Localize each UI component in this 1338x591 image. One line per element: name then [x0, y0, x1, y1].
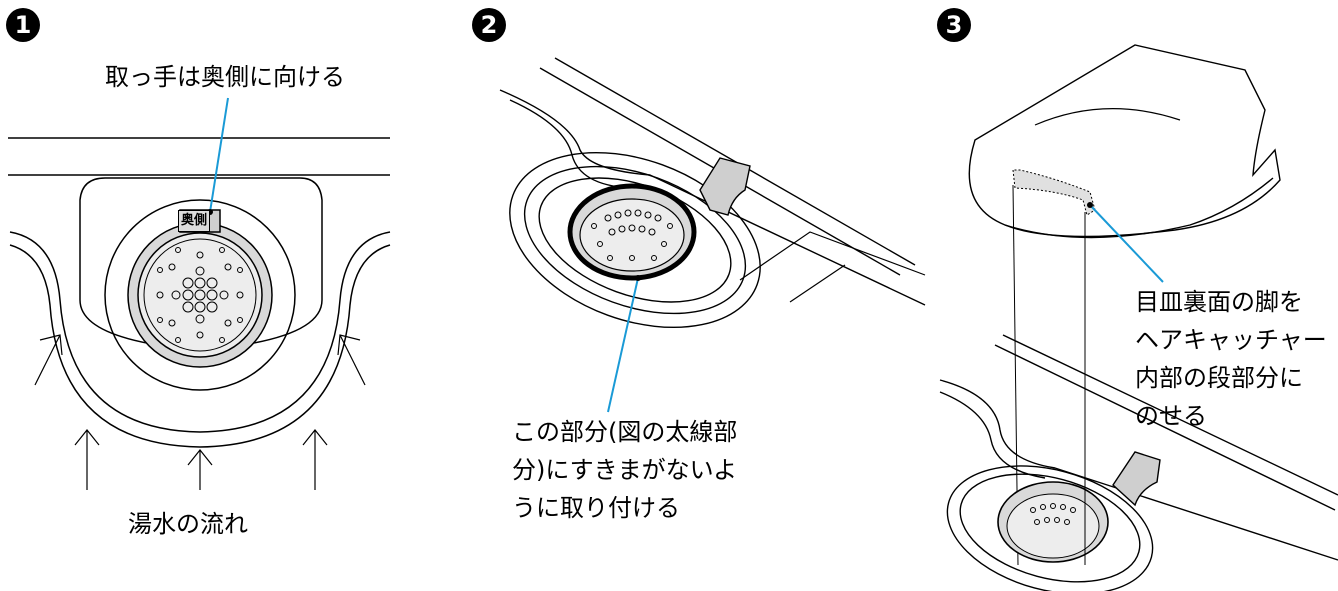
step-2-panel: 2 この部分(図の太線部 分)にすきまがないよ うに取り付ける: [470, 0, 940, 591]
step-1-callout: 取っ手は奥側に向ける: [105, 63, 345, 91]
step-2-callout: この部分(図の太線部 分)にすきまがないよ うに取り付ける: [512, 418, 738, 522]
step-2-number: 2: [472, 8, 506, 42]
step-3-drawing: [939, 44, 1338, 591]
flow-label: 湯水の流れ: [128, 510, 248, 538]
step-3-panel: 3 目皿裏面の脚を ヘアキャッチャー 内部の段部分に のせる: [935, 0, 1338, 591]
step-1-panel: 1 取っ手は奥側に向ける: [0, 0, 400, 591]
step-2-drawing: [499, 57, 926, 413]
step-1-number: 1: [6, 8, 40, 42]
step-3-callout: 目皿裏面の脚を ヘアキャッチャー 内部の段部分に のせる: [1135, 288, 1327, 430]
handle-rear-tag: 奥側: [178, 210, 211, 232]
step-3-number: 3: [937, 8, 971, 42]
step-1-drawing: [8, 97, 391, 490]
